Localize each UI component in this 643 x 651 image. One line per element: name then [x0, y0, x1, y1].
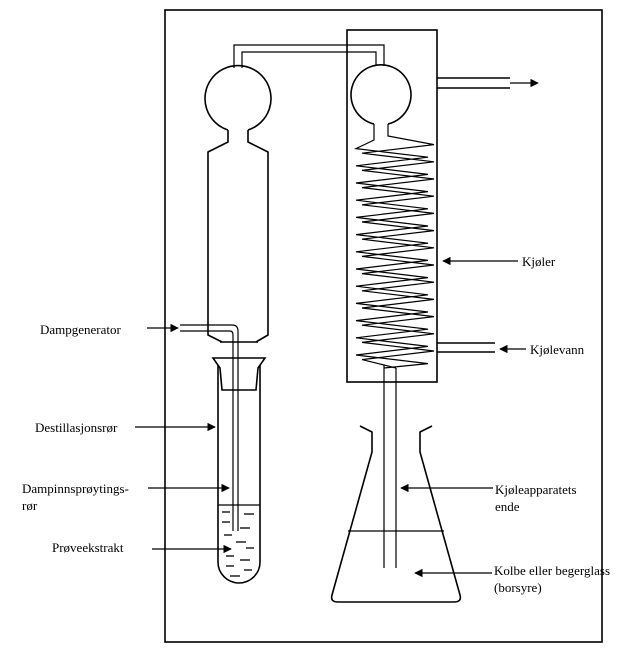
liquid-dashes — [222, 511, 254, 577]
apparatus-frame — [164, 9, 603, 643]
steam-generator — [204, 64, 272, 343]
label-flask-2: (borsyre) — [494, 580, 542, 595]
stopper — [211, 341, 267, 391]
label-steam-generator: Dampgenerator — [40, 322, 122, 337]
condenser-outlet-tube — [383, 365, 397, 568]
label-steam-injection-tube: Dampinnsprøytings- — [22, 481, 129, 496]
steam-injection-tube — [180, 324, 239, 531]
label-distillation-tube: Destillasjonsrør — [35, 420, 118, 435]
label-flask: Kolbe eller begerglass — [494, 563, 610, 578]
connecting-tube — [233, 44, 385, 68]
condenser-bulb — [350, 64, 412, 125]
condenser-jacket — [346, 29, 438, 383]
cooling-water-ports — [437, 77, 510, 353]
label-cooling-water: Kjølevann — [530, 342, 585, 357]
receiving-flask — [330, 425, 462, 603]
label-condenser: Kjøler — [522, 254, 556, 269]
condenser-coil — [353, 124, 435, 369]
label-condenser-end-2: ende — [495, 499, 520, 514]
label-condenser-end: Kjøleapparatets — [495, 482, 577, 497]
distillation-tube — [217, 365, 261, 584]
label-steam-injection-tube-2: rør — [22, 498, 38, 513]
label-sample-extract: Prøveekstrakt — [52, 540, 124, 555]
